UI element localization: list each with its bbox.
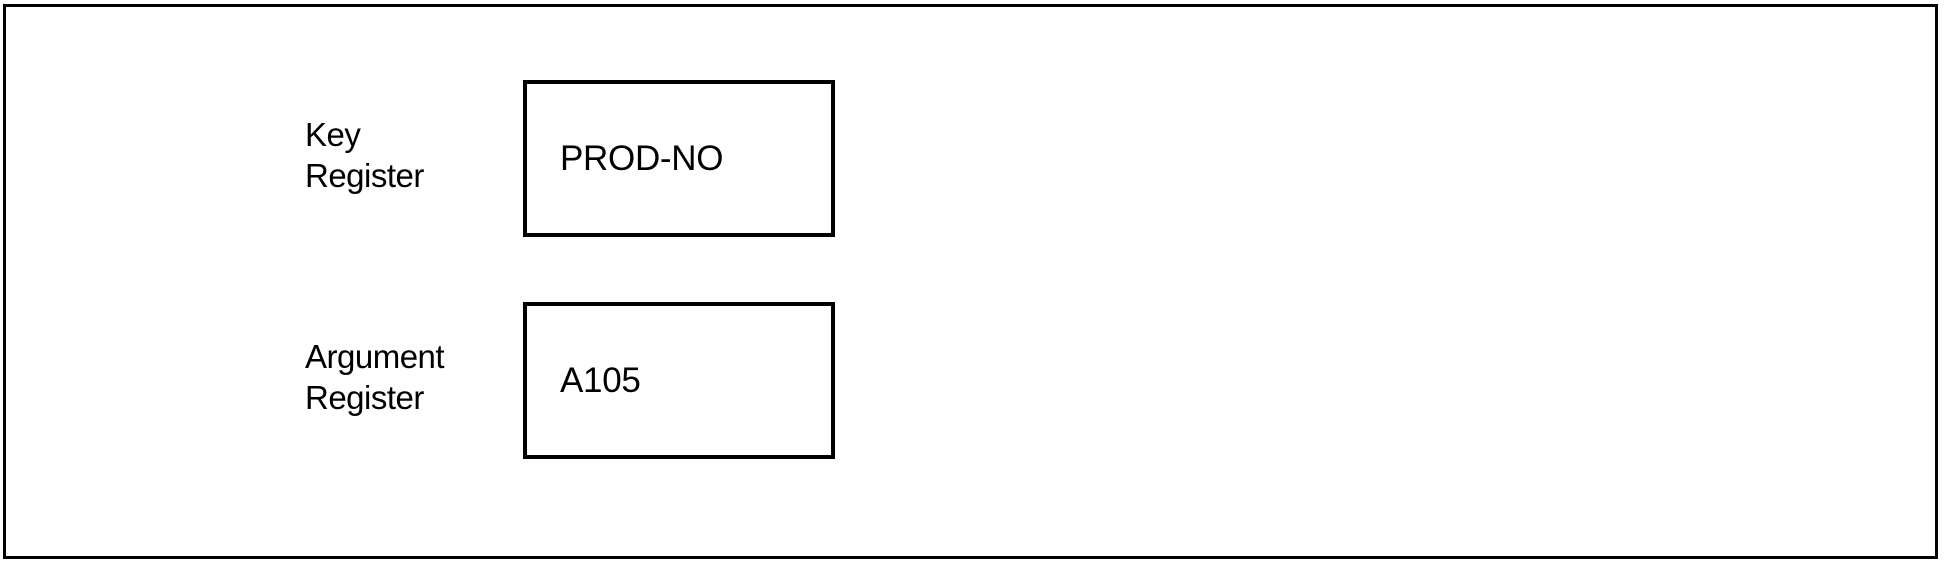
- diagram-frame: [3, 4, 1938, 559]
- key-register-value: PROD-NO: [560, 138, 724, 178]
- argument-register-label-line2: Register: [305, 379, 424, 416]
- key-register-label-line1: Key: [305, 116, 361, 153]
- key-register-label-line2: Register: [305, 157, 424, 194]
- key-register-label: Key Register: [305, 114, 424, 196]
- argument-register-label-line1: Argument: [305, 338, 445, 375]
- key-register-box: PROD-NO: [523, 80, 835, 237]
- argument-register-label: Argument Register: [305, 336, 445, 418]
- argument-register-box: A105: [523, 302, 835, 459]
- argument-register-value: A105: [560, 360, 641, 400]
